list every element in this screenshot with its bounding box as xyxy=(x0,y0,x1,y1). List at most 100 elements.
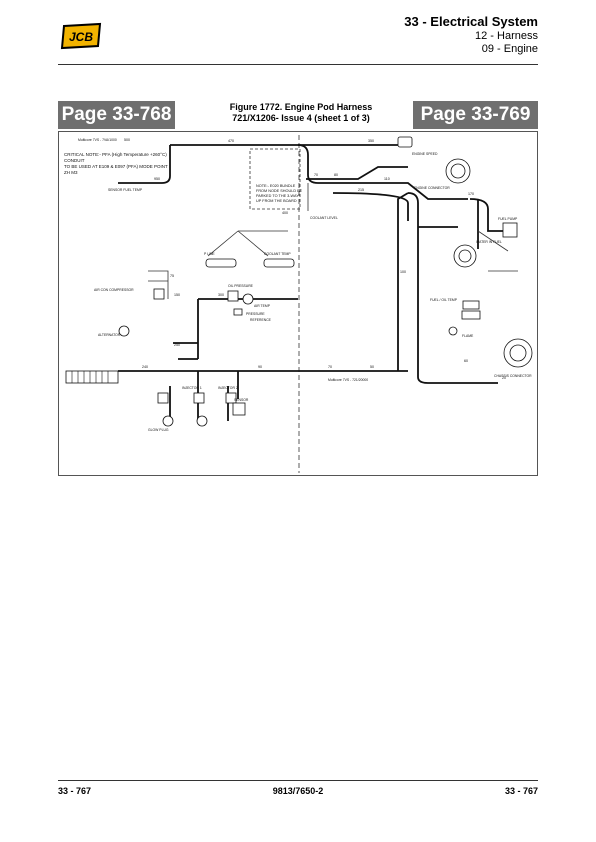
label-sensor: SENSOR xyxy=(234,398,249,402)
subsection-title: 09 - Engine xyxy=(481,43,538,55)
note-critical-line3: TO BE USED AT E109 & E097 (PFA) MODE POI… xyxy=(64,164,168,169)
dim-20: 20 xyxy=(502,376,506,380)
label-coolant-temp: COOLANT TEMP xyxy=(264,252,291,256)
label-engine-speed: ENGINE SPEED xyxy=(412,152,438,156)
dim-240: 240 xyxy=(142,365,148,369)
dim-250: 250 xyxy=(174,343,180,347)
trunk-vertical-right xyxy=(397,192,409,371)
dim-400: 400 xyxy=(282,211,288,215)
note-critical-line4: ZH M3 xyxy=(64,170,78,175)
page-ref-right[interactable]: Page 33-769 xyxy=(413,101,538,129)
label-glow-plug: GLOW PLUG xyxy=(148,428,169,432)
branch-fuel-pump xyxy=(469,198,508,232)
trunk-right xyxy=(328,182,468,200)
injector-2-connector xyxy=(225,392,237,404)
crosshair-sensor xyxy=(448,326,458,336)
label-water-in-fuel: WATER IN FUEL xyxy=(476,240,502,244)
temp-sender xyxy=(242,293,254,305)
dim-100: 100 xyxy=(400,270,406,274)
dim-470: 470 xyxy=(228,139,234,143)
glow-plug-ring xyxy=(162,415,174,427)
trunk-down xyxy=(297,144,328,184)
component-labels: SENSOR FUEL TEMP ENGINE SPEED ENGINE CON… xyxy=(78,138,532,432)
label-fuel-oil-temp: FUEL / OIL TEMP xyxy=(430,298,458,302)
harness-branches xyxy=(148,183,518,299)
note-critical: CRITICAL NOTE:- PFA (High Temperature +2… xyxy=(64,152,168,175)
header-rule xyxy=(58,64,538,65)
injector-1-connector xyxy=(193,392,205,404)
label-air-temp: AIR TEMP xyxy=(254,304,271,308)
injector-rail-right xyxy=(263,258,295,268)
sensor-connector-right-2 xyxy=(461,310,481,320)
label-engine-connector: ENGINE CONNECTOR xyxy=(414,186,450,190)
chassis-connector-round xyxy=(503,338,533,368)
label-chassis-connector: CHASSIS CONNECTOR xyxy=(494,374,532,378)
fuel-pump-connector xyxy=(502,222,518,238)
note-critical-line1: CRITICAL NOTE:- PFA (High Temperature +2… xyxy=(64,152,167,157)
engine-connector-round xyxy=(445,158,471,184)
dim-60: 60 xyxy=(464,359,468,363)
label-multicore-top: Multicore 7VS - 7VA/1000 xyxy=(78,138,117,142)
page-header: 33 - Electrical System 12 - Harness 09 -… xyxy=(404,14,538,56)
sensor-connector-bottom xyxy=(232,402,246,416)
dim-215: 215 xyxy=(358,188,364,192)
coolant-connector-round xyxy=(453,244,477,268)
ecu-connector xyxy=(65,370,119,384)
connector-top-right xyxy=(397,136,413,148)
pressure-switch xyxy=(233,308,243,316)
dim-170: 170 xyxy=(468,192,474,196)
jcb-logo-text: JCB xyxy=(69,30,93,44)
trunk-eng-connector xyxy=(306,166,408,180)
label-multicore-bottom: Multicore 7VS - 721/20000 xyxy=(328,378,368,382)
dim-110: 110 xyxy=(384,177,390,181)
footer-page-number: 33 - 767 xyxy=(58,786,92,796)
footer-rule xyxy=(58,780,538,781)
dim-70: 70 xyxy=(314,173,318,177)
diagram-frame xyxy=(58,131,538,476)
routing-outline xyxy=(249,148,301,210)
label-oil-pressure: OIL PRESSURE xyxy=(228,284,254,288)
dim-500: 500 xyxy=(124,138,130,142)
label-sensor-fuel-temp: SENSOR FUEL TEMP xyxy=(108,188,143,192)
glow-plug-connector xyxy=(157,392,169,404)
ecu-connector-pins xyxy=(71,371,109,383)
page-ref-left[interactable]: Page 33-768 xyxy=(58,101,175,129)
section-title: 12 - Harness xyxy=(475,30,538,42)
figure-title-line2: 721/X1206- Issue 4 (sheet 1 of 3) xyxy=(232,113,370,123)
figure-title-line1: Figure 1772. Engine Pod Harness xyxy=(229,102,373,112)
label-injector-1: INJECTOR 1 xyxy=(182,386,202,390)
injector-1-ring xyxy=(196,415,208,427)
dim-50: 50 xyxy=(370,365,374,369)
dim-75: 75 xyxy=(170,274,174,278)
footer-page-number-right: 33 - 767 xyxy=(504,786,538,796)
label-p-line: P LINE xyxy=(204,252,215,256)
dim-90: 90 xyxy=(258,365,262,369)
dim-80: 80 xyxy=(334,173,338,177)
trunk-right-lower xyxy=(332,192,409,221)
note-bundle-line1: NOTE:- E020 BUNDLE xyxy=(256,184,296,188)
jcb-logo: JCB xyxy=(60,22,102,50)
trunk-chassis xyxy=(407,192,498,384)
note-bundle-line2: FROM NODE SHOULD BE xyxy=(256,189,303,193)
label-flame: FLAME xyxy=(462,334,474,338)
label-reference: REFERENCE xyxy=(250,318,272,322)
harness-diagram: CRITICAL NOTE:- PFA (High Temperature +2… xyxy=(58,131,538,476)
relay-box xyxy=(153,288,165,300)
label-fuel-pump: FUEL PUMP xyxy=(498,217,518,221)
dim-950: 950 xyxy=(154,177,160,181)
dimension-labels: 500 470 350 950 70 80 110 215 400 100 15… xyxy=(124,138,506,380)
harness-trunks xyxy=(118,144,508,421)
label-air-con-compressor: AIR CON COMPRESSOR xyxy=(94,288,134,292)
figure-title: Figure 1772. Engine Pod Harness 721/X120… xyxy=(196,102,406,124)
label-coolant-level: COOLANT LEVEL xyxy=(310,216,338,220)
note-bundle: NOTE:- E020 BUNDLE FROM NODE SHOULD BE P… xyxy=(256,184,303,203)
label-injector-2: INJECTOR 2 xyxy=(218,386,238,390)
dim-150: 150 xyxy=(174,293,180,297)
components xyxy=(65,136,533,427)
alternator-connector xyxy=(118,325,130,337)
note-bundle-line4: UP FROM THE BOARD xyxy=(256,199,297,203)
injector-rail-left xyxy=(205,258,237,268)
label-pressure: PRESSURE xyxy=(246,312,265,316)
dim-350: 350 xyxy=(368,139,374,143)
jcb-logo-shape xyxy=(60,22,102,50)
